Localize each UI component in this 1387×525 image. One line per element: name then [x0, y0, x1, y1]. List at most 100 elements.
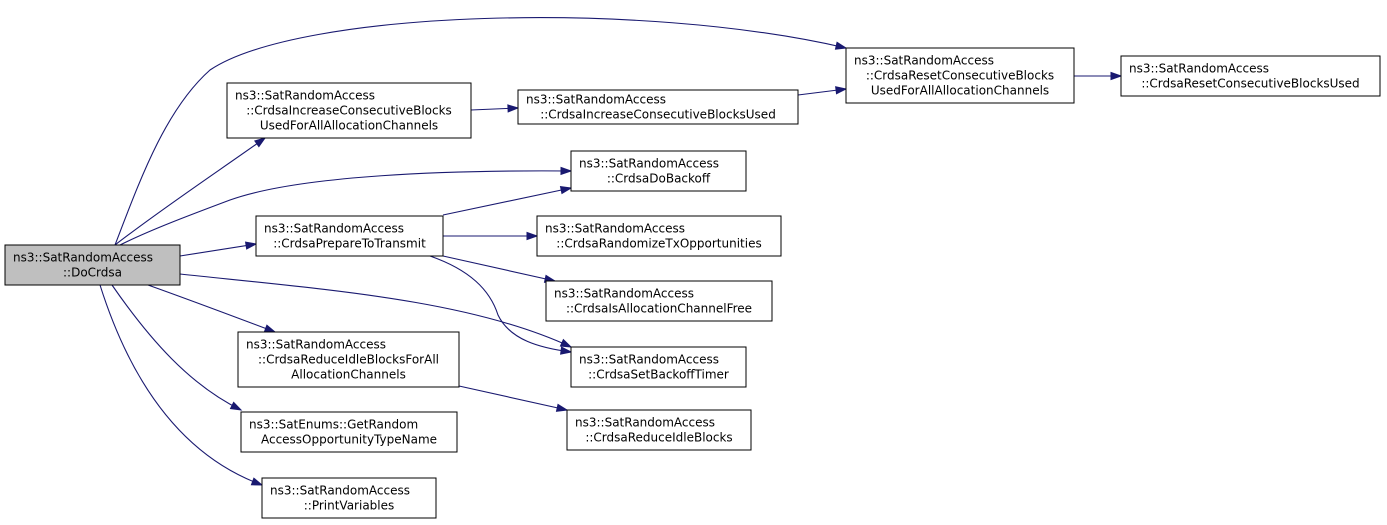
node-print[interactable]: ns3::SatRandomAccess::PrintVariables: [261, 477, 437, 519]
node-label-line: ns3::SatRandomAccess: [270, 484, 410, 498]
node-label-line: ns3::SatRandomAccess: [526, 93, 666, 107]
edge-line: [442, 187, 572, 216]
node-label-line: ns3::SatRandomAccess: [264, 222, 404, 236]
edge-docrdsa-to-print: [99, 284, 264, 486]
node-label-line: AllocationChannels: [291, 368, 406, 382]
arrowhead-icon: [555, 403, 569, 412]
node-box: [536, 215, 782, 257]
node-box: [261, 477, 437, 519]
edge-line: [114, 137, 266, 246]
node-prepare[interactable]: ns3::SatRandomAccess::CrdsaPrepareToTran…: [255, 215, 444, 257]
node-box: [545, 280, 773, 322]
edge-line: [111, 284, 242, 411]
node-label-line: ns3::SatRandomAccess: [554, 287, 694, 301]
node-label-line: ns3::SatRandomAccess: [13, 251, 153, 265]
edge-line: [458, 385, 568, 411]
edge-inc_used-to-reset_all: [797, 86, 848, 96]
node-box: [570, 346, 747, 388]
node-box: [226, 82, 472, 139]
node-label-line: ns3::SatRandomAccess: [246, 338, 386, 352]
node-label-line: ::CrdsaPrepareToTransmit: [273, 237, 426, 251]
edge-inc_all-to-inc_used: [470, 104, 520, 113]
node-label-line: AccessOpportunityTypeName: [261, 433, 437, 447]
node-label-line: UsedForAllAllocationChannels: [260, 119, 438, 133]
node-label-line: ::CrdsaDoBackoff: [607, 172, 711, 186]
arrowhead-icon: [835, 86, 848, 95]
node-box: [237, 331, 460, 388]
node-label-line: ::PrintVariables: [304, 499, 395, 513]
edge-line: [179, 243, 257, 257]
node-box: [1120, 55, 1381, 97]
node-label-line: ns3::SatRandomAccess: [854, 54, 994, 68]
edge-docrdsa-to-prepare: [179, 241, 258, 257]
edge-line: [147, 284, 276, 333]
edge-docrdsa-to-reset_all: [114, 17, 848, 246]
node-label-line: ::DoCrdsa: [63, 266, 122, 280]
arrowhead-icon: [560, 346, 573, 355]
node-backoff[interactable]: ns3::SatRandomAccess::CrdsaDoBackoff: [570, 150, 747, 192]
node-label-line: ::CrdsaReduceIdleBlocks: [585, 431, 732, 445]
nodes-layer: ns3::SatRandomAccess::DoCrdsans3::SatRan…: [4, 47, 1381, 519]
edge-line: [442, 255, 556, 282]
arrowhead-icon: [507, 104, 520, 113]
node-label-line: ::CrdsaIsAllocationChannelFree: [566, 302, 752, 316]
node-label-line: ns3::SatRandomAccess: [1129, 62, 1269, 76]
edge-prepare-to-randomize: [443, 231, 539, 241]
edge-docrdsa-to-reduce_all: [147, 284, 277, 333]
node-label-line: ns3::SatRandomAccess: [579, 353, 719, 367]
node-label-line: ns3::SatEnums::GetRandom: [249, 418, 418, 432]
arrowhead-icon: [526, 231, 539, 241]
node-box: [255, 215, 444, 257]
node-docrdsa: ns3::SatRandomAccess::DoCrdsa: [4, 244, 181, 286]
edge-docrdsa-to-enums: [111, 284, 243, 411]
node-box: [845, 47, 1075, 104]
edge-line: [114, 17, 847, 246]
node-label-line: ns3::SatRandomAccess: [545, 222, 685, 236]
edges-layer: [99, 17, 1123, 486]
edge-docrdsa-to-backoff: [119, 166, 573, 246]
node-label-line: ::CrdsaReduceIdleBlocksForAll: [258, 353, 439, 367]
node-label-line: ::CrdsaSetBackoffTimer: [588, 368, 729, 382]
edge-reset_all-to-reset_used: [1074, 71, 1123, 81]
node-label-line: ::CrdsaResetConsecutiveBlocksUsed: [1141, 77, 1359, 91]
arrowhead-icon: [254, 137, 267, 148]
node-isfree[interactable]: ns3::SatRandomAccess::CrdsaIsAllocationC…: [545, 280, 773, 322]
edge-line: [99, 284, 263, 486]
node-label-line: ns3::SatRandomAccess: [235, 89, 375, 103]
edge-line: [179, 273, 572, 348]
node-inc_used[interactable]: ns3::SatRandomAccess::CrdsaIncreaseConse…: [517, 89, 799, 125]
node-label-line: ::CrdsaRandomizeTxOpportunities: [556, 237, 761, 251]
node-inc_all[interactable]: ns3::SatRandomAccess::CrdsaIncreaseConse…: [226, 82, 472, 139]
edge-docrdsa-to-inc_all: [114, 137, 267, 246]
arrowhead-icon: [559, 186, 573, 195]
node-label-line: ::CrdsaIncreaseConsecutiveBlocksUsed: [540, 108, 776, 122]
arrowhead-icon: [229, 401, 243, 411]
node-reduce_all[interactable]: ns3::SatRandomAccess::CrdsaReduceIdleBlo…: [237, 331, 460, 388]
node-label-line: ns3::SatRandomAccess: [579, 157, 719, 171]
node-randomize[interactable]: ns3::SatRandomAccess::CrdsaRandomizeTxOp…: [536, 215, 782, 257]
node-label-line: UsedForAllAllocationChannels: [871, 84, 1049, 98]
arrowhead-icon: [834, 41, 848, 50]
edge-line: [429, 255, 572, 353]
node-box: [566, 409, 752, 451]
node-reset_used[interactable]: ns3::SatRandomAccess::CrdsaResetConsecut…: [1120, 55, 1381, 97]
edge-docrdsa-to-settimer: [179, 273, 573, 348]
arrowhead-icon: [244, 241, 258, 250]
arrowhead-icon: [559, 338, 573, 348]
node-settimer[interactable]: ns3::SatRandomAccess::CrdsaSetBackoffTim…: [570, 346, 747, 388]
node-reset_all[interactable]: ns3::SatRandomAccess::CrdsaResetConsecut…: [845, 47, 1075, 104]
node-reduce[interactable]: ns3::SatRandomAccess::CrdsaReduceIdleBlo…: [566, 409, 752, 451]
node-label-line: ns3::SatRandomAccess: [575, 416, 715, 430]
node-box: [570, 150, 747, 192]
node-box: [4, 244, 181, 286]
edge-line: [119, 170, 572, 246]
node-box: [517, 89, 799, 125]
node-box: [240, 411, 458, 453]
arrowhead-icon: [560, 166, 573, 176]
arrowhead-icon: [250, 477, 264, 486]
edge-prepare-to-backoff: [442, 186, 573, 216]
arrowhead-icon: [263, 324, 277, 333]
node-enums[interactable]: ns3::SatEnums::GetRandomAccessOpportunit…: [240, 411, 458, 453]
arrowhead-icon: [1110, 71, 1123, 81]
